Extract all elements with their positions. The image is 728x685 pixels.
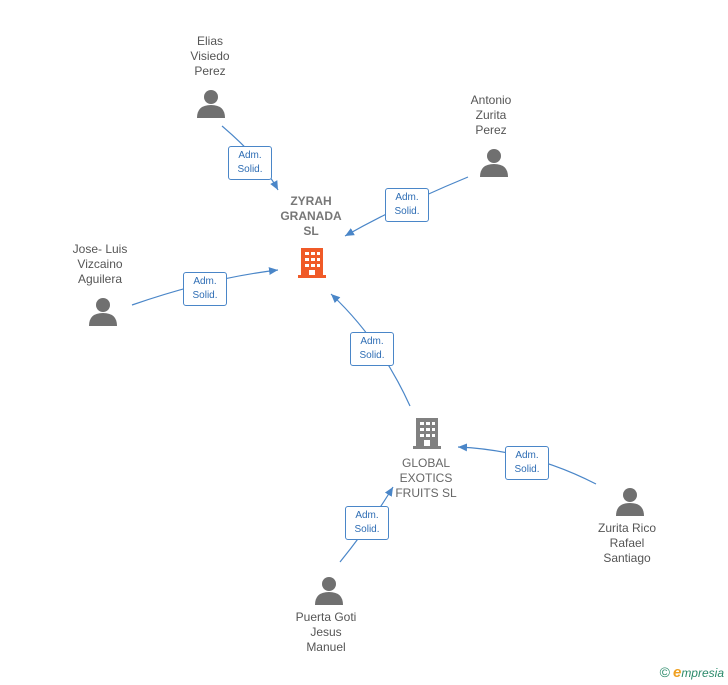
role-box-jose-zyrah[interactable]: Adm. Solid. (183, 272, 227, 306)
brand-logo-e: e (672, 664, 682, 681)
company-label-zyrah[interactable]: ZYRAH GRANADA SL (280, 194, 342, 238)
copyright-symbol: © (659, 664, 670, 680)
role-box-antonio-zyrah[interactable]: Adm. Solid. (385, 188, 429, 222)
role-box-global-zyrah[interactable]: Adm. Solid. (350, 332, 394, 366)
person-icon[interactable] (314, 575, 344, 605)
person-label-antonio[interactable]: Antonio Zurita Perez (470, 93, 512, 137)
person-label-zurita-rico[interactable]: Zurita Rico Rafael Santiago (597, 521, 656, 565)
role-box-elias-zyrah[interactable]: Adm. Solid. (228, 146, 272, 180)
person-icon[interactable] (615, 486, 645, 516)
person-icon[interactable] (479, 147, 509, 177)
person-label-puerta[interactable]: Puerta Goti Jesus Manuel (295, 610, 357, 654)
company-label-global[interactable]: GLOBAL EXOTICS FRUITS SL (395, 456, 457, 500)
person-label-jose[interactable]: Jose- Luis Vizcaino Aguilera (72, 242, 128, 286)
building-icon[interactable] (298, 246, 328, 278)
role-box-zurita-global[interactable]: Adm. Solid. (505, 446, 549, 480)
building-icon[interactable] (413, 416, 443, 450)
person-icon[interactable] (88, 296, 118, 326)
role-box-puerta-global[interactable]: Adm. Solid. (345, 506, 389, 540)
brand-logo-text: mpresia (681, 666, 724, 680)
person-icon[interactable] (196, 88, 226, 118)
person-label-elias[interactable]: Elias Visiedo Perez (190, 34, 230, 78)
brand-footer: ©empresia (660, 664, 724, 681)
